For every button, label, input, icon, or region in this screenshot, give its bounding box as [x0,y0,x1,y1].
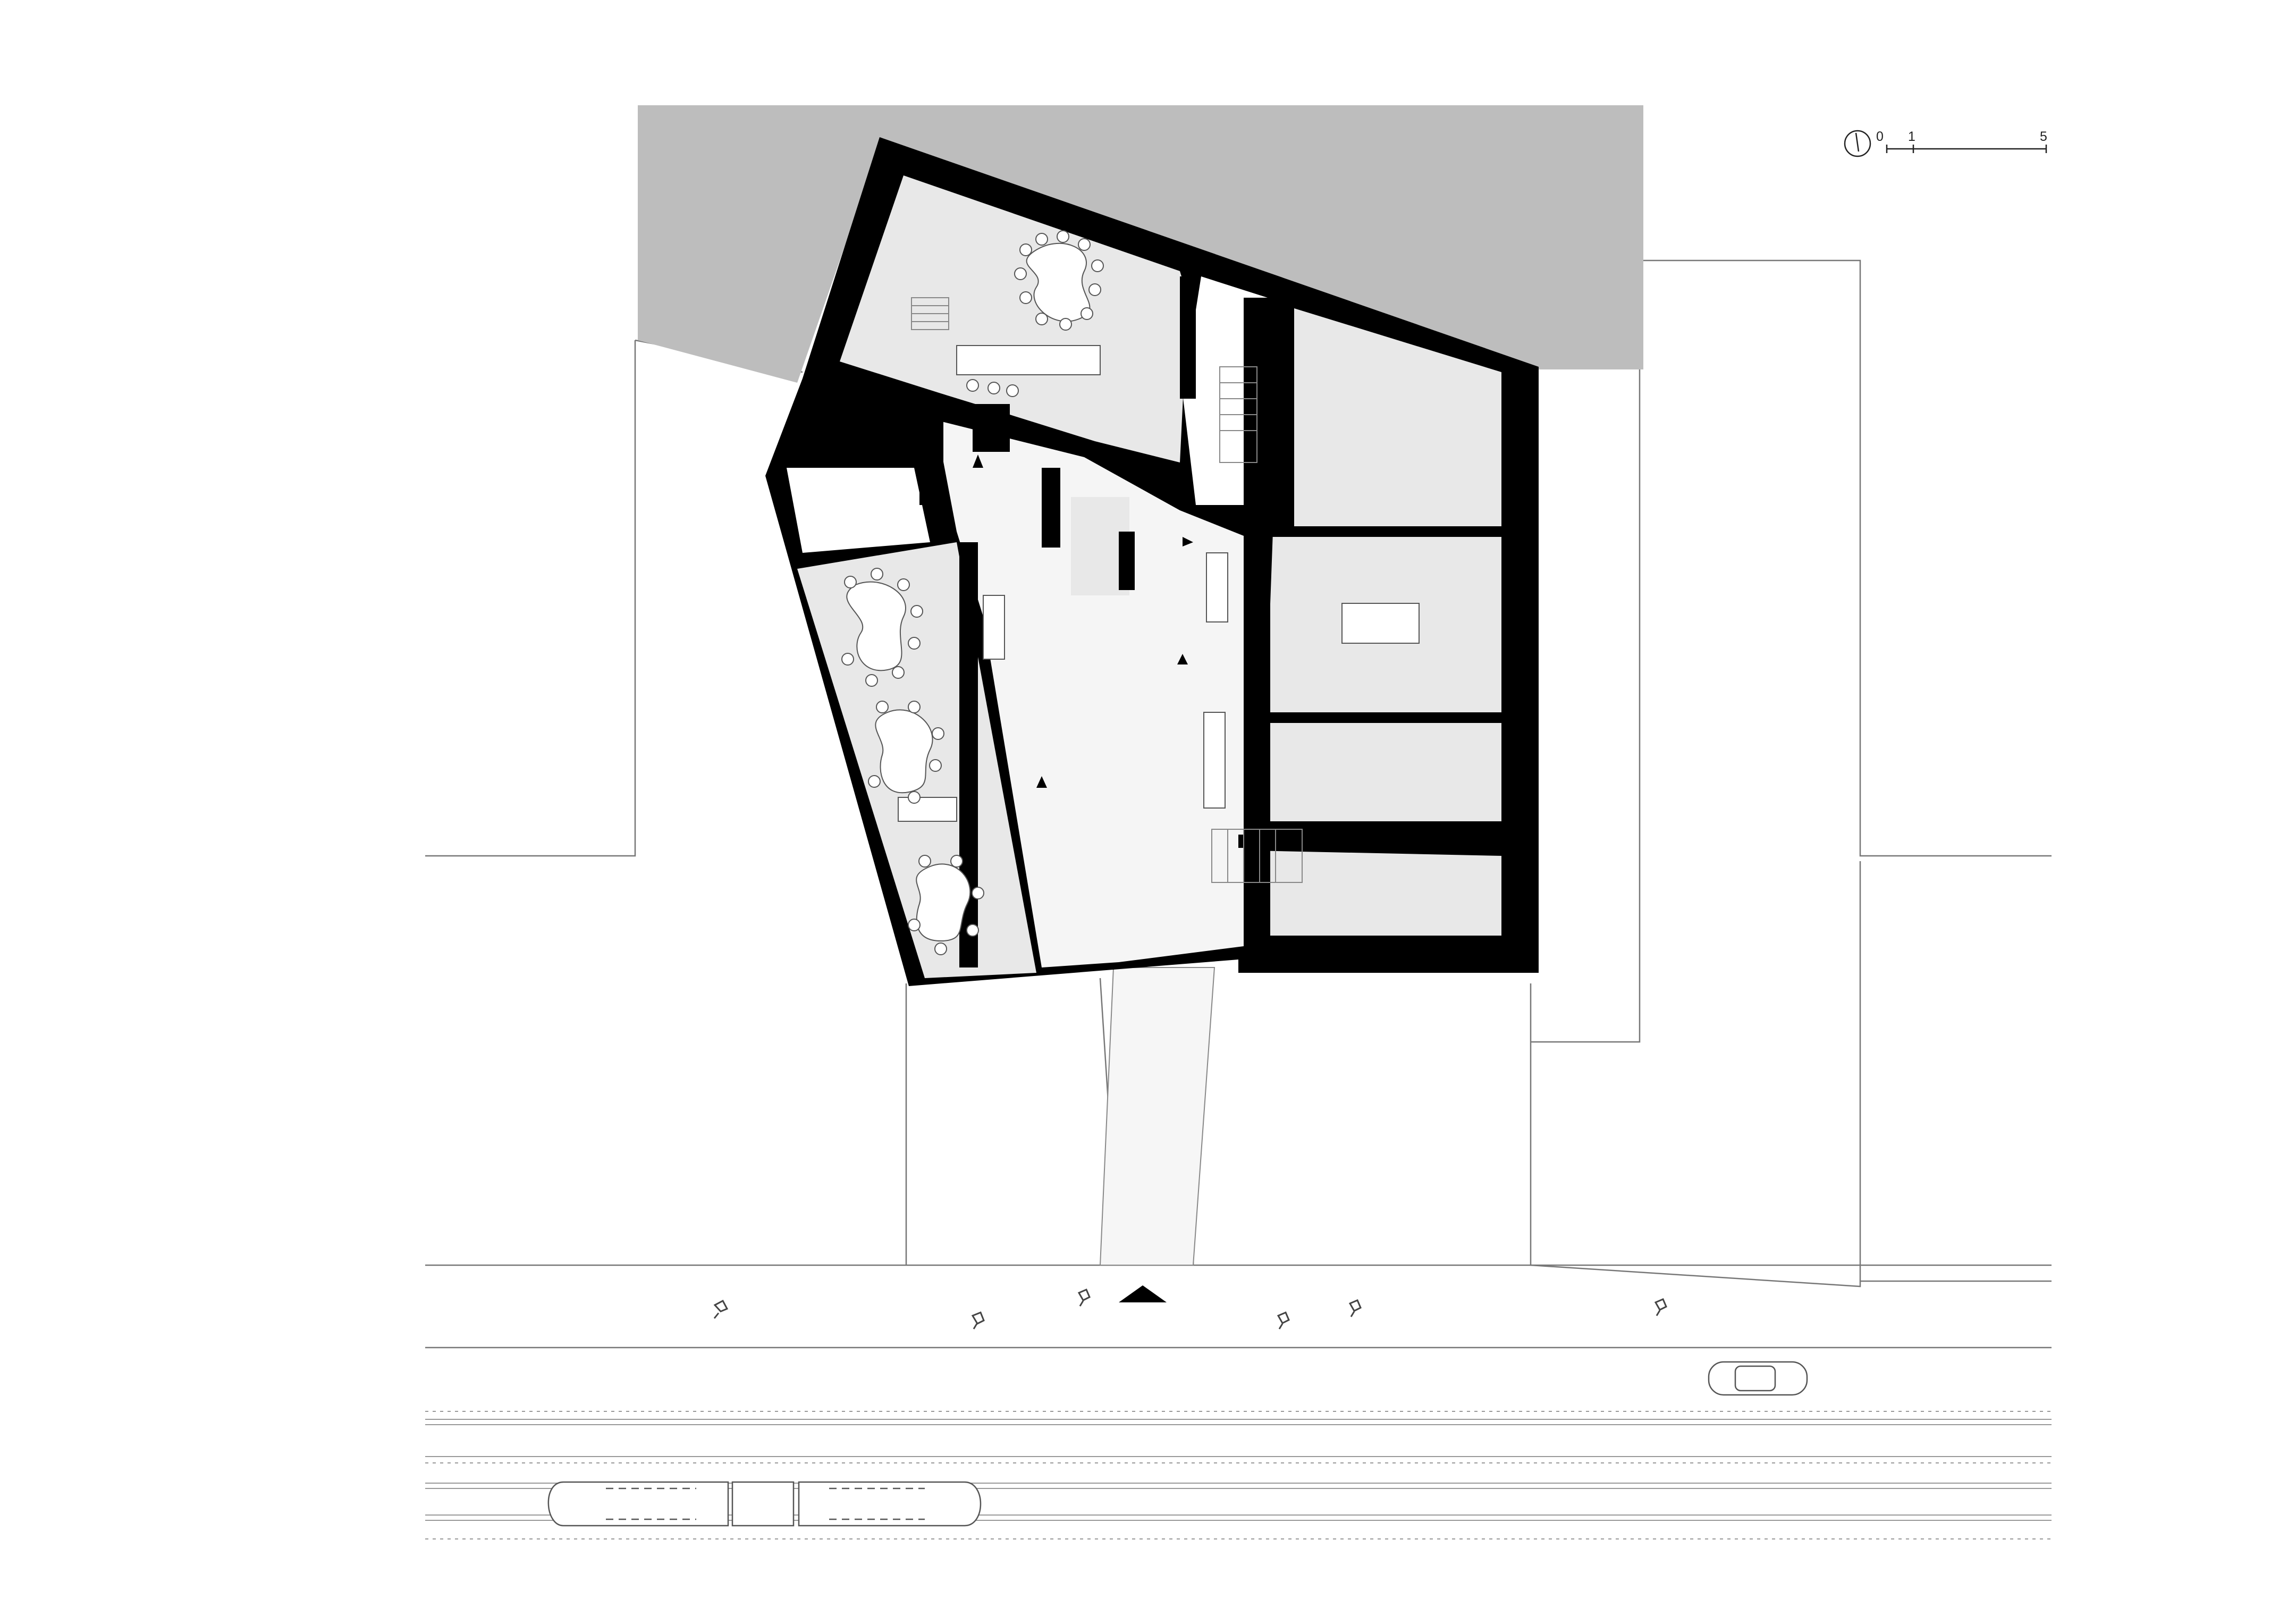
tram-icon [547,1481,982,1527]
neighbour-building [638,105,1643,383]
entrance-path [1099,967,1215,1266]
person-icon [713,1289,1667,1330]
entrance-arrow-icon [973,455,1193,1302]
east-room [1262,308,1501,821]
nw-room [840,175,1188,462]
scale-label-0: 0 [1876,129,1884,144]
car-icon [1708,1361,1808,1396]
se-room [1252,851,1501,936]
site-context [425,259,2052,1349]
chairs [841,230,1104,955]
scale-label-5: 5 [2040,129,2047,144]
scale-bar: 0 1 5 [1876,129,2047,153]
main-hall [935,420,1260,967]
stairs [911,297,1303,883]
furniture [846,242,1420,942]
toilets [787,468,930,553]
north-arrow-icon [1844,130,1871,157]
scale-label-1: 1 [1908,129,1915,144]
